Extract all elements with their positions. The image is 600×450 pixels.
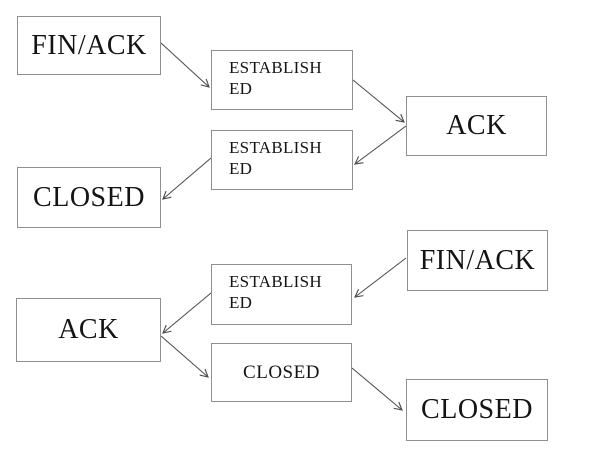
- node-label: ESTABLISH ED: [229, 138, 322, 178]
- node-label: ACK: [58, 314, 119, 345]
- node-closed-bottom-right: CLOSED: [406, 379, 548, 441]
- node-label: CLOSED: [33, 181, 145, 213]
- node-label: ACK: [446, 110, 507, 141]
- node-established-1: ESTABLISH ED: [211, 50, 353, 110]
- node-label: ESTABLISH ED: [229, 272, 322, 312]
- node-established-2: ESTABLISH ED: [211, 130, 353, 190]
- node-closed-left: CLOSED: [17, 167, 161, 228]
- node-ack-right: ACK: [406, 96, 547, 156]
- edge-ack-right-to-established-2: [354, 125, 407, 165]
- edge-established-2-to-closed-left: [162, 157, 212, 200]
- node-fin-ack-right: FIN/ACK: [407, 230, 548, 291]
- node-ack-left: ACK: [16, 298, 161, 362]
- node-established-3: ESTABLISH ED: [211, 264, 352, 325]
- node-fin-ack-top: FIN/ACK: [17, 16, 161, 75]
- edge-established-3-to-ack-left: [162, 292, 212, 334]
- edge-finack-top-to-established-1: [160, 42, 210, 88]
- node-label: CLOSED: [421, 394, 533, 425]
- edge-finack-right-to-established-3: [354, 257, 407, 298]
- node-label: ESTABLISH ED: [229, 58, 322, 98]
- node-closed-middle: CLOSED: [211, 343, 352, 402]
- edge-established-1-to-ack-right: [352, 79, 405, 123]
- node-label: CLOSED: [243, 361, 320, 383]
- node-label: FIN/ACK: [31, 29, 147, 61]
- edge-closed-mid-to-closed-bottom-right: [351, 367, 403, 411]
- node-label: FIN/ACK: [419, 244, 536, 276]
- edge-ack-left-to-closed-mid: [160, 335, 209, 378]
